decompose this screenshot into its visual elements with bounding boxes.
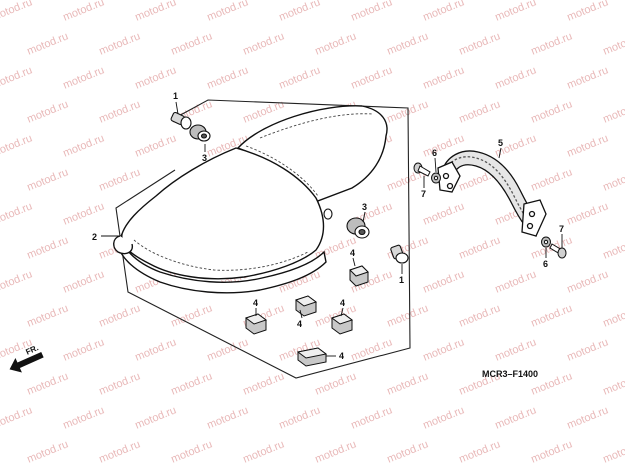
callout-part-5: 5 xyxy=(498,138,503,148)
washer-part-6-right xyxy=(541,236,551,248)
callout-part-6-left: 6 xyxy=(432,148,437,158)
callout-part-4-b: 4 xyxy=(253,298,258,308)
bolt-part-7-right xyxy=(549,243,567,259)
callout-part-1-upper: 1 xyxy=(173,91,178,101)
callout-part-6-right: 6 xyxy=(543,259,548,269)
callout-part-4-e: 4 xyxy=(339,351,344,361)
callout-part-4-a: 4 xyxy=(350,248,355,258)
grommet-part-3-lower xyxy=(346,217,370,239)
washer-part-6-left xyxy=(431,172,441,184)
cushion-part-4-c xyxy=(244,313,268,335)
cushion-part-4-e xyxy=(296,347,328,367)
cushion-part-4-a xyxy=(349,265,369,287)
bolt-part-7-left xyxy=(413,162,431,177)
callout-part-3-lower: 3 xyxy=(362,202,367,212)
seat-mount-boss xyxy=(323,208,333,220)
bolt-part-1-upper xyxy=(170,111,192,130)
bolt-part-1-lower xyxy=(390,244,409,264)
cushion-part-4-d xyxy=(330,313,354,335)
grab-rail-part-5 xyxy=(437,150,547,237)
seat-illustration xyxy=(113,105,388,294)
callout-part-7-left: 7 xyxy=(421,189,426,199)
grommet-part-3-upper xyxy=(189,124,211,142)
part-callouts: 1 3 2 3 1 4 4 4 4 4 5 6 7 7 6 xyxy=(92,91,564,361)
callout-part-2: 2 xyxy=(92,232,97,242)
seat-stitching xyxy=(133,113,373,271)
cushion-part-4-b xyxy=(294,295,318,317)
callout-part-3-upper: 3 xyxy=(202,153,207,163)
assembly-outline xyxy=(115,99,411,379)
diagram-code: MCR3–F1400 xyxy=(482,369,538,379)
callout-part-4-d: 4 xyxy=(340,298,345,308)
callout-part-4-c: 4 xyxy=(297,319,302,329)
front-direction-arrow: FR. xyxy=(9,343,44,373)
leader-lines xyxy=(101,101,563,357)
callout-part-7-right: 7 xyxy=(559,224,564,234)
callout-part-1-lower: 1 xyxy=(399,275,404,285)
